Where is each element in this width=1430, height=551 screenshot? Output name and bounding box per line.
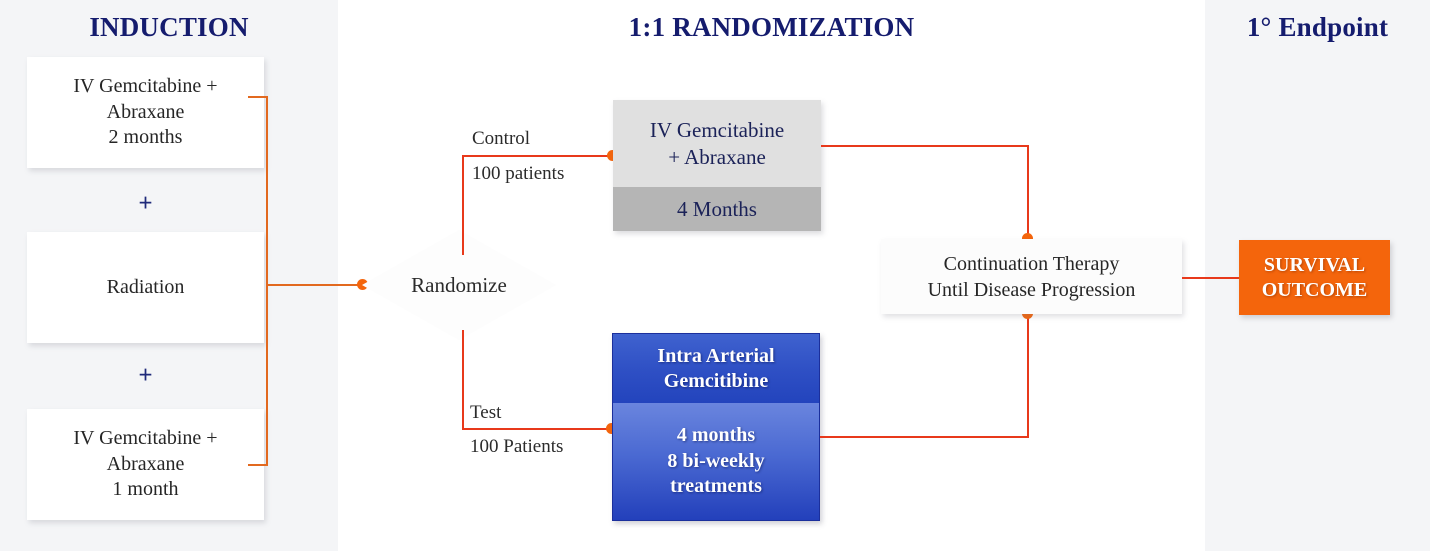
induction-step-2-label: Radiation bbox=[106, 275, 185, 298]
control-arm-label: Control bbox=[472, 128, 531, 149]
induction-bracket-lower bbox=[266, 286, 268, 466]
control-to-continuation-vertical bbox=[1027, 145, 1029, 238]
induction-plus-2: + bbox=[138, 362, 153, 389]
randomize-node: Randomize bbox=[362, 230, 556, 340]
induction-bracket-bottom-cap bbox=[248, 464, 266, 466]
control-arm-connector-horizontal bbox=[462, 155, 612, 157]
control-duration-label: 4 Months bbox=[613, 187, 821, 231]
control-arm-input-dot bbox=[607, 150, 618, 161]
induction-step-2-card: Radiation bbox=[27, 232, 264, 343]
endpoint-column-title: 1° Endpoint bbox=[1246, 12, 1389, 42]
induction-bracket-upper bbox=[266, 96, 268, 286]
randomize-label: Randomize bbox=[411, 272, 507, 297]
continuation-top-dot bbox=[1022, 233, 1033, 244]
induction-to-randomize-connector bbox=[266, 284, 362, 286]
test-arm-patient-count: 100 Patients bbox=[470, 436, 564, 457]
randomization-column-title: 1:1 RANDOMIZATION bbox=[628, 12, 915, 42]
control-arm-connector-vertical bbox=[462, 155, 464, 255]
test-arm-label: Test bbox=[470, 402, 502, 423]
continuation-to-outcome-connector bbox=[1182, 277, 1242, 279]
randomize-input-dot bbox=[357, 279, 368, 290]
control-treatment-box: IV Gemcitabine+ Abraxane 4 Months bbox=[613, 100, 821, 231]
test-to-continuation-vertical bbox=[1027, 313, 1029, 438]
induction-plus-1: + bbox=[138, 190, 153, 217]
control-treatment-label: IV Gemcitabine+ Abraxane bbox=[613, 100, 821, 187]
test-arm-connector-horizontal bbox=[462, 428, 612, 430]
test-arm-connector-vertical bbox=[462, 330, 464, 429]
test-to-continuation-horizontal bbox=[820, 436, 1029, 438]
induction-bracket-top-cap bbox=[248, 96, 266, 98]
control-to-continuation-horizontal bbox=[821, 145, 1029, 147]
induction-column-title: INDUCTION bbox=[89, 12, 249, 42]
test-arm-input-dot bbox=[606, 423, 617, 434]
control-arm-patient-count: 100 patients bbox=[472, 163, 565, 184]
